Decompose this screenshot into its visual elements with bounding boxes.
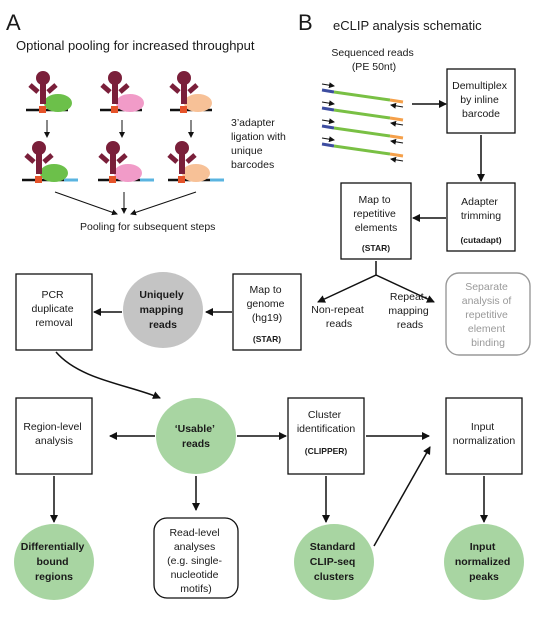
- adapter-ligation-note: 3’adapter ligation with unique barcodes: [231, 117, 289, 171]
- rbp-complex-barcoded-icon: [167, 141, 224, 183]
- read-level-box: [153, 517, 239, 599]
- usable-reads-label: ‘Usable’ reads: [175, 423, 218, 450]
- arrow: [373, 446, 431, 547]
- input-normalized-peaks-node: [444, 524, 524, 600]
- map-genome-box: [232, 273, 302, 351]
- standard-clusters-label: Standard CLIP-seq clusters: [310, 541, 358, 583]
- star-label: (STAR): [362, 243, 390, 253]
- pooling-label: Pooling for subsequent steps: [80, 221, 215, 233]
- pcr-removal-box: [15, 273, 93, 351]
- uniquely-mapping-node: [123, 272, 203, 348]
- panel-a-letter: A: [6, 10, 21, 35]
- map-repetitive-label: Map to repetitive elements: [353, 194, 399, 234]
- demultiplex-label: Demultiplex by inline barcode: [452, 80, 510, 120]
- arrow: [317, 261, 377, 303]
- region-level-box: [15, 397, 93, 475]
- input-normalization-label: Input normalization: [453, 421, 516, 447]
- sequenced-reads-label: Sequenced reads (PE 50nt): [331, 47, 416, 73]
- pcr-removal-label: PCR duplicate removal: [32, 289, 77, 329]
- rbp-complex-icon: [26, 71, 72, 113]
- arrow: [55, 351, 161, 399]
- repeat-mapping-reads-label: Repeat- mapping reads: [388, 291, 431, 331]
- input-normalization-box: [445, 397, 523, 475]
- uniquely-mapping-label: Uniquely mapping reads: [139, 289, 186, 331]
- arrow: [130, 191, 197, 216]
- rbp-rna-complex-row-2: [22, 141, 224, 183]
- clipper-label: (CLIPPER): [305, 446, 348, 456]
- region-level-label: Region-level analysis: [23, 421, 84, 447]
- cluster-identification-box: [287, 397, 365, 475]
- usable-reads-node: [156, 398, 236, 474]
- demultiplex-box: [446, 68, 516, 134]
- rbp-rna-complex-row-1: [26, 71, 212, 113]
- differentially-bound-node: [14, 524, 94, 600]
- rbp-complex-icon: [169, 71, 212, 113]
- non-repeat-reads-label: Non-repeat reads: [311, 304, 366, 330]
- arrow: [54, 191, 118, 216]
- standard-clusters-node: [294, 524, 374, 600]
- star-label: (STAR): [253, 334, 281, 344]
- panel-b-title: eCLIP analysis schematic: [333, 18, 482, 33]
- rbp-complex-barcoded-icon: [22, 141, 78, 183]
- map-genome-label: Map to genome (hg19): [247, 284, 288, 324]
- paired-end-reads-icon: [321, 82, 404, 163]
- panel-a-title: Optional pooling for increased throughpu…: [16, 38, 255, 53]
- rbp-complex-barcoded-icon: [98, 141, 154, 183]
- read-level-label: Read-level analyses (e.g. single- nucleo…: [167, 527, 225, 595]
- cutadapt-label: (cutadapt): [460, 235, 501, 245]
- separate-analysis-label: Separate analysis of repetitive element …: [462, 281, 515, 349]
- input-normalized-peaks-label: Input normalized peaks: [455, 541, 513, 583]
- rbp-complex-icon: [100, 71, 144, 113]
- cluster-identification-label: Cluster identification: [297, 409, 356, 435]
- arrow: [375, 274, 435, 303]
- map-repetitive-box: [340, 182, 412, 260]
- panel-b-letter: B: [298, 10, 313, 35]
- separate-analysis-box: [445, 272, 531, 356]
- adapter-trimming-box: [446, 182, 516, 252]
- differentially-bound-label: Differentially bound regions: [21, 541, 88, 583]
- adapter-trimming-label: Adapter trimming: [461, 196, 501, 222]
